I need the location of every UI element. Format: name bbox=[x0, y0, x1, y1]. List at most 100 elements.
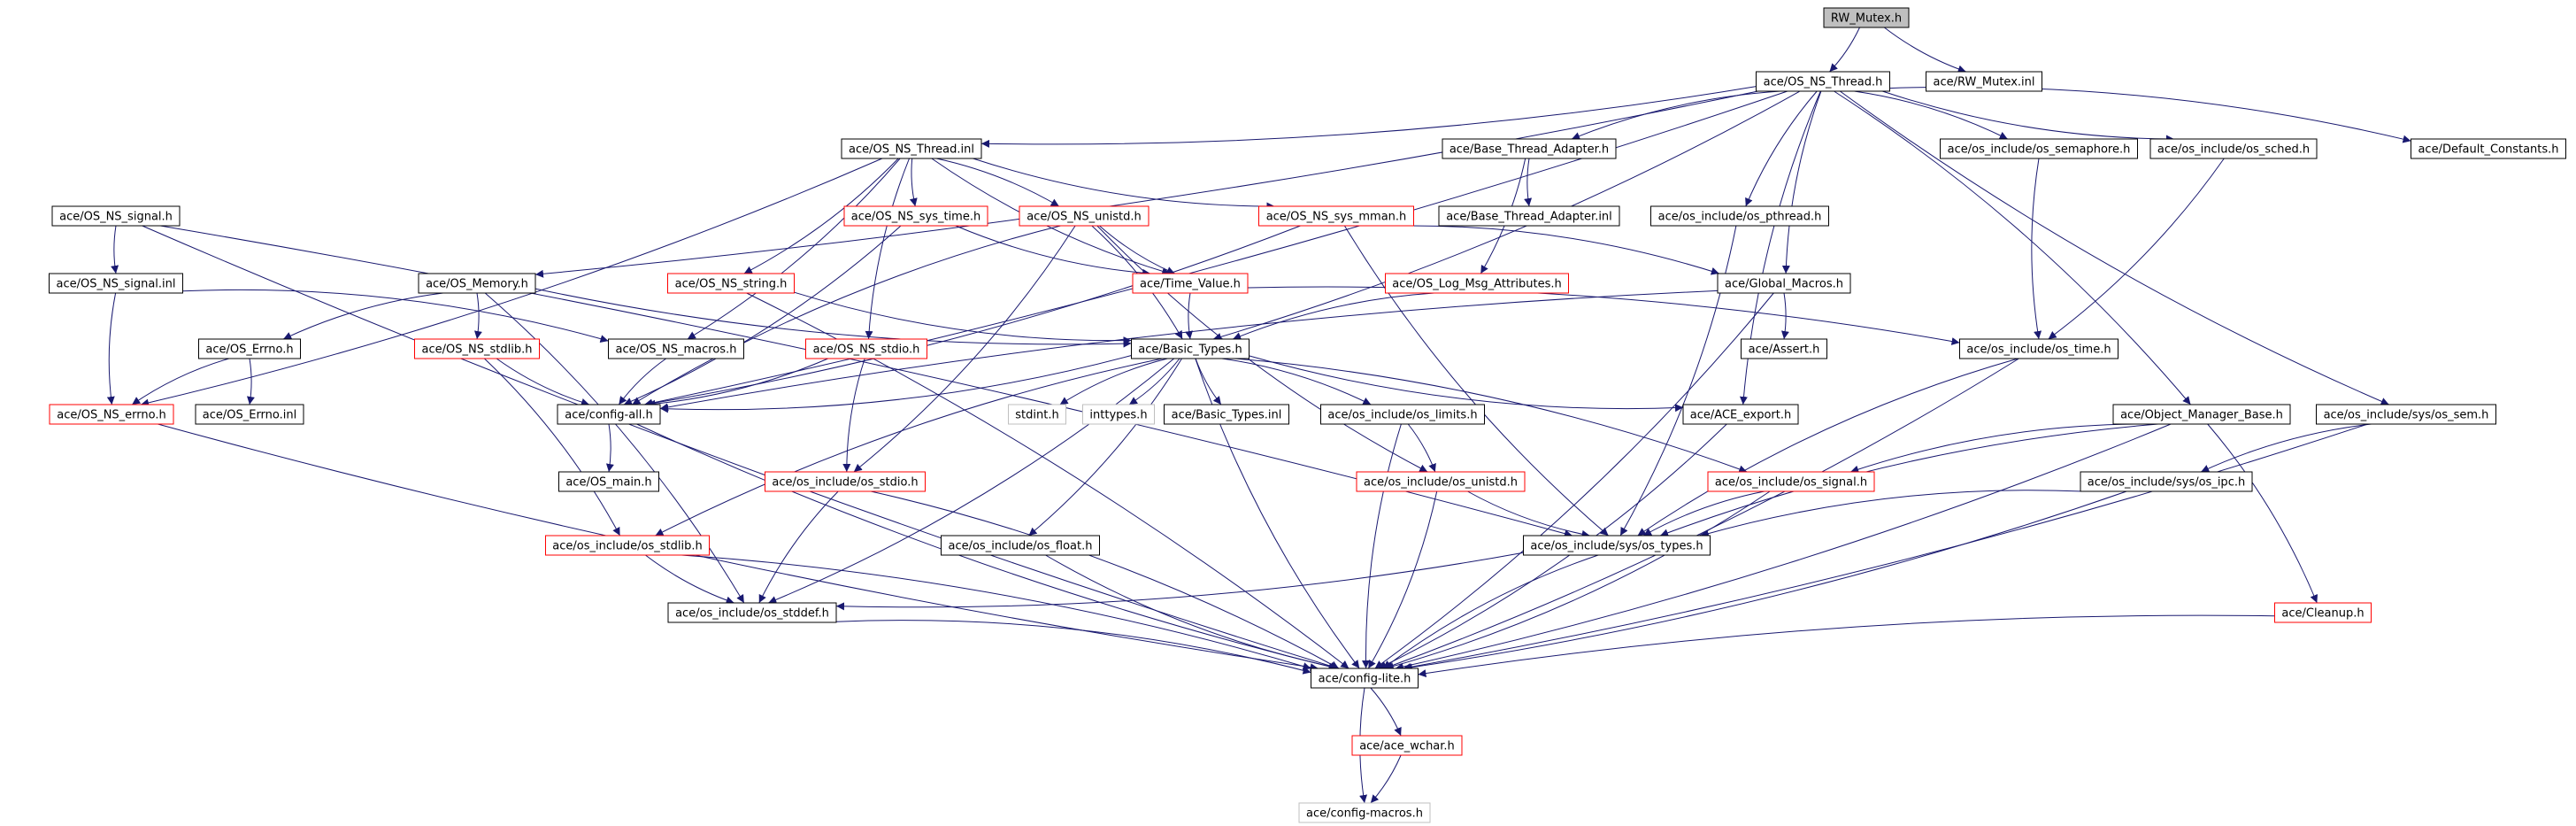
node-os_log_msg_attributes_h[interactable]: ace/OS_Log_Msg_Attributes.h bbox=[1385, 273, 1569, 294]
edge-os_signal_h-to-os_types_h bbox=[1642, 490, 1765, 537]
node-box bbox=[558, 471, 659, 492]
node-box bbox=[557, 404, 661, 425]
node-os_pthread_h[interactable]: ace/os_include/os_pthread.h bbox=[1650, 205, 1829, 227]
node-os_types_h[interactable]: ace/os_include/sys/os_types.h bbox=[1523, 535, 1711, 556]
node-box bbox=[1959, 338, 2118, 359]
node-cleanup_h[interactable]: ace/Cleanup.h bbox=[2274, 602, 2372, 623]
node-os_ns_signal_h[interactable]: ace/OS_NS_signal.h bbox=[51, 205, 181, 227]
node-box bbox=[1523, 535, 1711, 556]
node-os_time_h[interactable]: ace/os_include/os_time.h bbox=[1959, 338, 2118, 359]
node-ace_export_h[interactable]: ace/ACE_export.h bbox=[1682, 404, 1799, 425]
edge-os_ns_thread_inl-to-os_ns_macros_h bbox=[687, 158, 901, 340]
node-ace_wchar_h[interactable]: ace/ace_wchar.h bbox=[1351, 735, 1463, 756]
node-stdint_h[interactable]: stdint.h bbox=[1008, 404, 1066, 425]
node-os_stdio_h[interactable]: ace/os_include/os_stdio.h bbox=[765, 471, 926, 492]
node-os_ns_errno_h[interactable]: ace/OS_NS_errno.h bbox=[49, 404, 174, 425]
node-label: ace/OS_NS_macros.h bbox=[616, 344, 737, 357]
node-label: ace/OS_NS_Thread.inl bbox=[849, 143, 974, 157]
node-os_sem_h[interactable]: ace/os_include/sys/os_sem.h bbox=[2316, 404, 2496, 425]
node-os_signal_h[interactable]: ace/os_include/os_signal.h bbox=[1707, 471, 1875, 492]
node-box bbox=[1164, 404, 1289, 425]
node-box bbox=[1717, 273, 1851, 294]
node-box bbox=[49, 404, 174, 425]
node-box bbox=[1741, 338, 1827, 359]
node-os_memory_h[interactable]: ace/OS_Memory.h bbox=[418, 273, 536, 294]
node-inttypes_h[interactable]: inttypes.h bbox=[1082, 404, 1155, 425]
edge-os_ns_thread_h-to-base_thread_adapter_h bbox=[1571, 90, 1780, 140]
edge-config_lite_h-to-ace_wchar_h bbox=[1370, 687, 1402, 737]
node-rw_mutex_inl[interactable]: ace/RW_Mutex.inl bbox=[1926, 71, 2042, 92]
node-time_value_h[interactable]: ace/Time_Value.h bbox=[1132, 273, 1249, 294]
node-os_ns_string_h[interactable]: ace/OS_NS_string.h bbox=[667, 273, 795, 294]
node-box bbox=[1311, 668, 1419, 689]
node-os_main_h[interactable]: ace/OS_main.h bbox=[558, 471, 659, 492]
node-os_errno_inl[interactable]: ace/OS_Errno.inl bbox=[195, 404, 304, 425]
node-base_thread_adapter_inl[interactable]: ace/Base_Thread_Adapter.inl bbox=[1438, 205, 1620, 227]
node-os_limits_h[interactable]: ace/os_include/os_limits.h bbox=[1320, 404, 1485, 425]
node-global_macros_h[interactable]: ace/Global_Macros.h bbox=[1717, 273, 1851, 294]
node-box bbox=[841, 138, 982, 159]
node-rw_mutex_h[interactable]: RW_Mutex.h bbox=[1823, 7, 1910, 28]
edge-os_log_msg_attributes_h-to-basic_types_h bbox=[1233, 292, 1434, 340]
edge-os_ns_thread_inl-to-os_ns_errno_h bbox=[140, 158, 883, 407]
node-os_ns_stdio_h[interactable]: ace/OS_NS_stdio.h bbox=[805, 338, 927, 359]
node-os_stddef_h[interactable]: ace/os_include/os_stddef.h bbox=[667, 602, 837, 623]
node-box bbox=[1351, 735, 1463, 756]
edge-os_ns_thread_h-to-os_memory_h bbox=[534, 90, 1758, 278]
edge-config_all_h-to-config_lite_h bbox=[636, 423, 1337, 671]
node-label: ace/OS_NS_signal.inl bbox=[56, 278, 175, 291]
node-label: ace/OS_Log_Msg_Attributes.h bbox=[1392, 278, 1561, 291]
node-box bbox=[805, 338, 927, 359]
node-os_errno_h[interactable]: ace/OS_Errno.h bbox=[198, 338, 301, 359]
node-os_ns_signal_inl[interactable]: ace/OS_NS_signal.inl bbox=[49, 273, 183, 294]
node-basic_types_h[interactable]: ace/Basic_Types.h bbox=[1131, 338, 1250, 359]
node-os_ns_sys_mman_h[interactable]: ace/OS_NS_sys_mman.h bbox=[1258, 205, 1414, 227]
edge-os_ns_thread_inl-to-os_ns_stdio_h bbox=[865, 158, 910, 340]
node-base_thread_adapter_h[interactable]: ace/Base_Thread_Adapter.h bbox=[1442, 138, 1617, 159]
edge-os_ns_sys_time_h-to-time_value_h bbox=[955, 225, 1151, 277]
edge-cleanup_h-to-config_lite_h bbox=[1418, 614, 2275, 678]
node-box bbox=[667, 602, 837, 623]
node-os_float_h[interactable]: ace/os_include/os_float.h bbox=[941, 535, 1100, 556]
node-os_ns_unistd_h[interactable]: ace/OS_NS_unistd.h bbox=[1019, 205, 1150, 227]
edge-os_memory_h-to-os_stddef_h bbox=[484, 292, 745, 604]
node-box bbox=[1756, 71, 1890, 92]
node-os_ns_macros_h[interactable]: ace/OS_NS_macros.h bbox=[608, 338, 744, 359]
node-label: ace/Object_Manager_Base.h bbox=[2120, 409, 2283, 422]
edge-os_ns_stdio_h-to-os_stdio_h bbox=[842, 358, 865, 473]
edge-time_value_h-to-os_time_h bbox=[1247, 286, 1960, 345]
node-box bbox=[51, 205, 181, 227]
node-config_macros_h[interactable]: ace/config-macros.h bbox=[1298, 802, 1431, 823]
node-label: ace/OS_NS_errno.h bbox=[57, 409, 166, 422]
node-config_lite_h[interactable]: ace/config-lite.h bbox=[1311, 668, 1419, 689]
node-label: inttypes.h bbox=[1089, 409, 1147, 422]
node-object_manager_base_h[interactable]: ace/Object_Manager_Base.h bbox=[2112, 404, 2291, 425]
node-os_ns_thread_h[interactable]: ace/OS_NS_Thread.h bbox=[1756, 71, 1890, 92]
edge-os_limits_h-to-os_unistd_h bbox=[1407, 423, 1436, 473]
node-os_stdlib_h[interactable]: ace/os_include/os_stdlib.h bbox=[545, 535, 710, 556]
node-label: ace/os_include/os_limits.h bbox=[1327, 409, 1477, 422]
node-os_unistd_h[interactable]: ace/os_include/os_unistd.h bbox=[1356, 471, 1526, 492]
node-box bbox=[1442, 138, 1617, 159]
node-os_ipc_h[interactable]: ace/os_include/sys/os_ipc.h bbox=[2080, 471, 2253, 492]
node-label: ace/config-macros.h bbox=[1306, 807, 1423, 821]
node-os_sched_h[interactable]: ace/os_include/os_sched.h bbox=[2149, 138, 2318, 159]
edge-os_unistd_h-to-os_types_h bbox=[1467, 490, 1590, 538]
node-default_constants_h[interactable]: ace/Default_Constants.h bbox=[2411, 138, 2566, 159]
node-box bbox=[1019, 205, 1150, 227]
node-label: ace/os_include/os_stdlib.h bbox=[552, 540, 702, 553]
node-basic_types_inl[interactable]: ace/Basic_Types.inl bbox=[1164, 404, 1289, 425]
edge-os_sched_h-to-os_time_h bbox=[2048, 158, 2225, 340]
node-os_semaphore_h[interactable]: ace/os_include/os_semaphore.h bbox=[1940, 138, 2138, 159]
edge-global_macros_h-to-assert_h bbox=[1780, 292, 1789, 340]
node-os_ns_stdlib_h[interactable]: ace/OS_NS_stdlib.h bbox=[414, 338, 540, 359]
node-config_all_h[interactable]: ace/config-all.h bbox=[557, 404, 661, 425]
node-os_ns_sys_time_h[interactable]: ace/OS_NS_sys_time.h bbox=[843, 205, 988, 227]
node-box bbox=[2411, 138, 2566, 159]
node-label: ace/OS_Errno.h bbox=[205, 344, 293, 357]
node-assert_h[interactable]: ace/Assert.h bbox=[1741, 338, 1827, 359]
node-label: RW_Mutex.h bbox=[1831, 12, 1902, 26]
nodes-layer: RW_Mutex.h ace/OS_NS_Thread.h ace/RW_Mutex… bbox=[49, 7, 2566, 823]
node-box bbox=[49, 273, 183, 294]
node-os_ns_thread_inl[interactable]: ace/OS_NS_Thread.inl bbox=[841, 138, 982, 159]
